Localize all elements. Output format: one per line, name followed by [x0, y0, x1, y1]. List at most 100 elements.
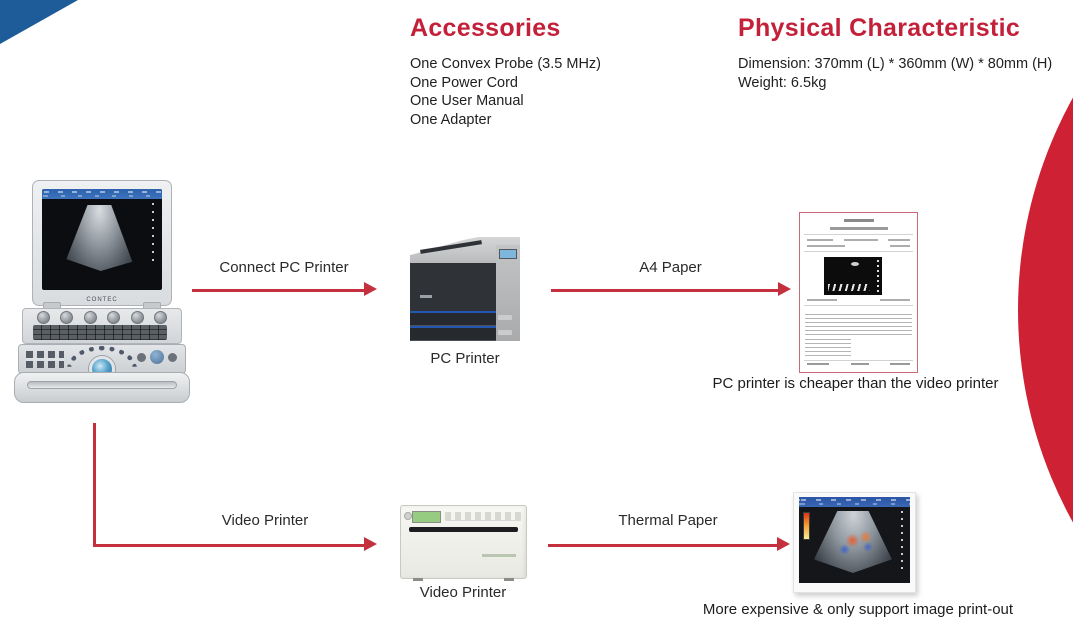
physical-lines: Dimension: 370mm (L) * 360mm (W) * 80mm … — [738, 55, 1052, 92]
accessories-item: One Convex Probe (3.5 MHz) — [410, 56, 601, 72]
machine-brand-label: CONTEC — [86, 297, 118, 303]
report-field — [807, 239, 833, 241]
report-rule — [804, 360, 913, 361]
arrow-label-a4-paper: A4 Paper — [639, 259, 702, 276]
accessories-item: One User Manual — [410, 93, 524, 109]
knob — [60, 311, 74, 324]
ultrasound-screen — [42, 189, 162, 290]
arrow-label-thermal-paper: Thermal Paper — [618, 512, 718, 529]
base-handle-slot — [27, 381, 177, 389]
accessories-list: One Convex Probe (3.5 MHz) One Power Cor… — [410, 55, 601, 129]
corner-decoration-red-circle — [1018, 0, 1073, 632]
video-printer-note: More expensive & only support image prin… — [702, 601, 1014, 618]
arrow-label-connect-pc-printer: Connect PC Printer — [219, 259, 349, 276]
report-field — [807, 363, 829, 365]
doppler-flow-red — [860, 529, 872, 544]
arrow-label-video-printer: Video Printer — [221, 512, 309, 529]
ultrasound-control-panel — [18, 344, 186, 382]
video-printer-caption: Video Printer — [419, 584, 507, 601]
printer-side-panel — [496, 245, 520, 341]
video-printer-image — [400, 505, 527, 581]
button-group-right — [137, 350, 177, 364]
report-signature-row — [807, 363, 910, 365]
ultrasound-machine-image: CONTEC — [14, 172, 196, 403]
button-dot-large — [150, 350, 164, 364]
knob — [107, 311, 121, 324]
ultrasound-lid: CONTEC — [32, 180, 172, 314]
button-grid-left — [26, 349, 64, 368]
doppler-color-scale — [803, 512, 810, 540]
physical-title: Physical Characteristic — [738, 14, 1021, 42]
thermal-printout-image — [793, 492, 916, 593]
thermal-depth-ticks — [901, 511, 903, 569]
report-field — [807, 245, 845, 247]
arrowhead-icon — [777, 537, 790, 551]
doppler-flow-red — [845, 533, 859, 549]
report-field — [843, 239, 878, 241]
accessories-item: One Adapter — [410, 111, 492, 128]
report-field-row — [807, 245, 910, 247]
video-printer-buttons — [445, 512, 521, 520]
report-rule — [804, 251, 913, 252]
report-rule — [804, 305, 913, 306]
knob — [83, 311, 97, 324]
accessories-item: One Power Cord — [410, 74, 518, 91]
report-rule — [804, 234, 913, 235]
report-field-row — [807, 299, 910, 301]
video-printer-paper-slot — [409, 527, 518, 532]
video-printer-model-label — [482, 554, 516, 557]
report-field — [850, 363, 869, 365]
physical-dimension: Dimension: 370mm (L) * 360mm (W) * 80mm … — [738, 56, 1053, 72]
button-dot — [137, 352, 146, 362]
printer-paper-tray — [410, 326, 496, 341]
button-dot — [168, 352, 177, 362]
knob-row — [37, 311, 167, 324]
ultrasound-base — [14, 372, 190, 403]
video-printer-foot — [413, 578, 423, 581]
arrow-video-printer — [93, 544, 364, 547]
report-thumb-echo — [850, 262, 859, 266]
arrow-thermal-paper — [548, 544, 777, 547]
pc-printer-image — [404, 233, 526, 345]
keyboard — [33, 325, 167, 340]
report-field — [888, 239, 910, 241]
corner-decoration-blue — [0, 0, 78, 44]
report-field — [807, 299, 837, 301]
printer-display — [499, 249, 517, 259]
arrow-down-from-machine — [93, 423, 96, 547]
report-thumb-ticks — [877, 260, 879, 292]
report-thumb-waveform — [828, 284, 870, 291]
printer-tray-latch — [498, 315, 512, 320]
report-field — [890, 245, 910, 247]
video-printer-power-button — [404, 512, 412, 520]
thermal-image-header — [799, 497, 910, 507]
accessories-title: Accessories — [410, 14, 561, 42]
pc-printer-note: PC printer is cheaper than the video pri… — [712, 375, 999, 392]
a4-report-image — [799, 212, 918, 373]
video-printer-display — [412, 511, 441, 523]
physical-weight: Weight: 6.5kg — [738, 74, 827, 91]
ultrasound-keyboard-deck — [22, 308, 182, 344]
report-hospital-line — [843, 219, 874, 222]
report-field-row — [807, 239, 910, 241]
printer-logo-mark — [420, 295, 432, 298]
ultrasound-scan-sector — [66, 205, 133, 271]
thermal-ultrasound-image — [799, 497, 910, 583]
report-field — [880, 299, 910, 301]
knob — [37, 311, 50, 324]
report-title-line — [829, 227, 888, 230]
knob — [130, 311, 144, 324]
arrowhead-icon — [778, 282, 791, 296]
arrow-a4-paper — [551, 289, 778, 292]
report-list-lines — [805, 339, 851, 356]
ultrasound-screen-header — [42, 189, 162, 199]
arrow-connect-pc-printer — [192, 289, 364, 292]
arrowhead-icon — [364, 537, 377, 551]
knob — [153, 311, 167, 324]
report-paragraph-lines — [805, 311, 912, 335]
doppler-flow-blue — [838, 544, 850, 556]
accessories-section: Accessories One Convex Probe (3.5 MHz) O… — [410, 14, 601, 129]
report-ultrasound-thumbnail — [824, 257, 882, 295]
report-field — [890, 363, 910, 365]
